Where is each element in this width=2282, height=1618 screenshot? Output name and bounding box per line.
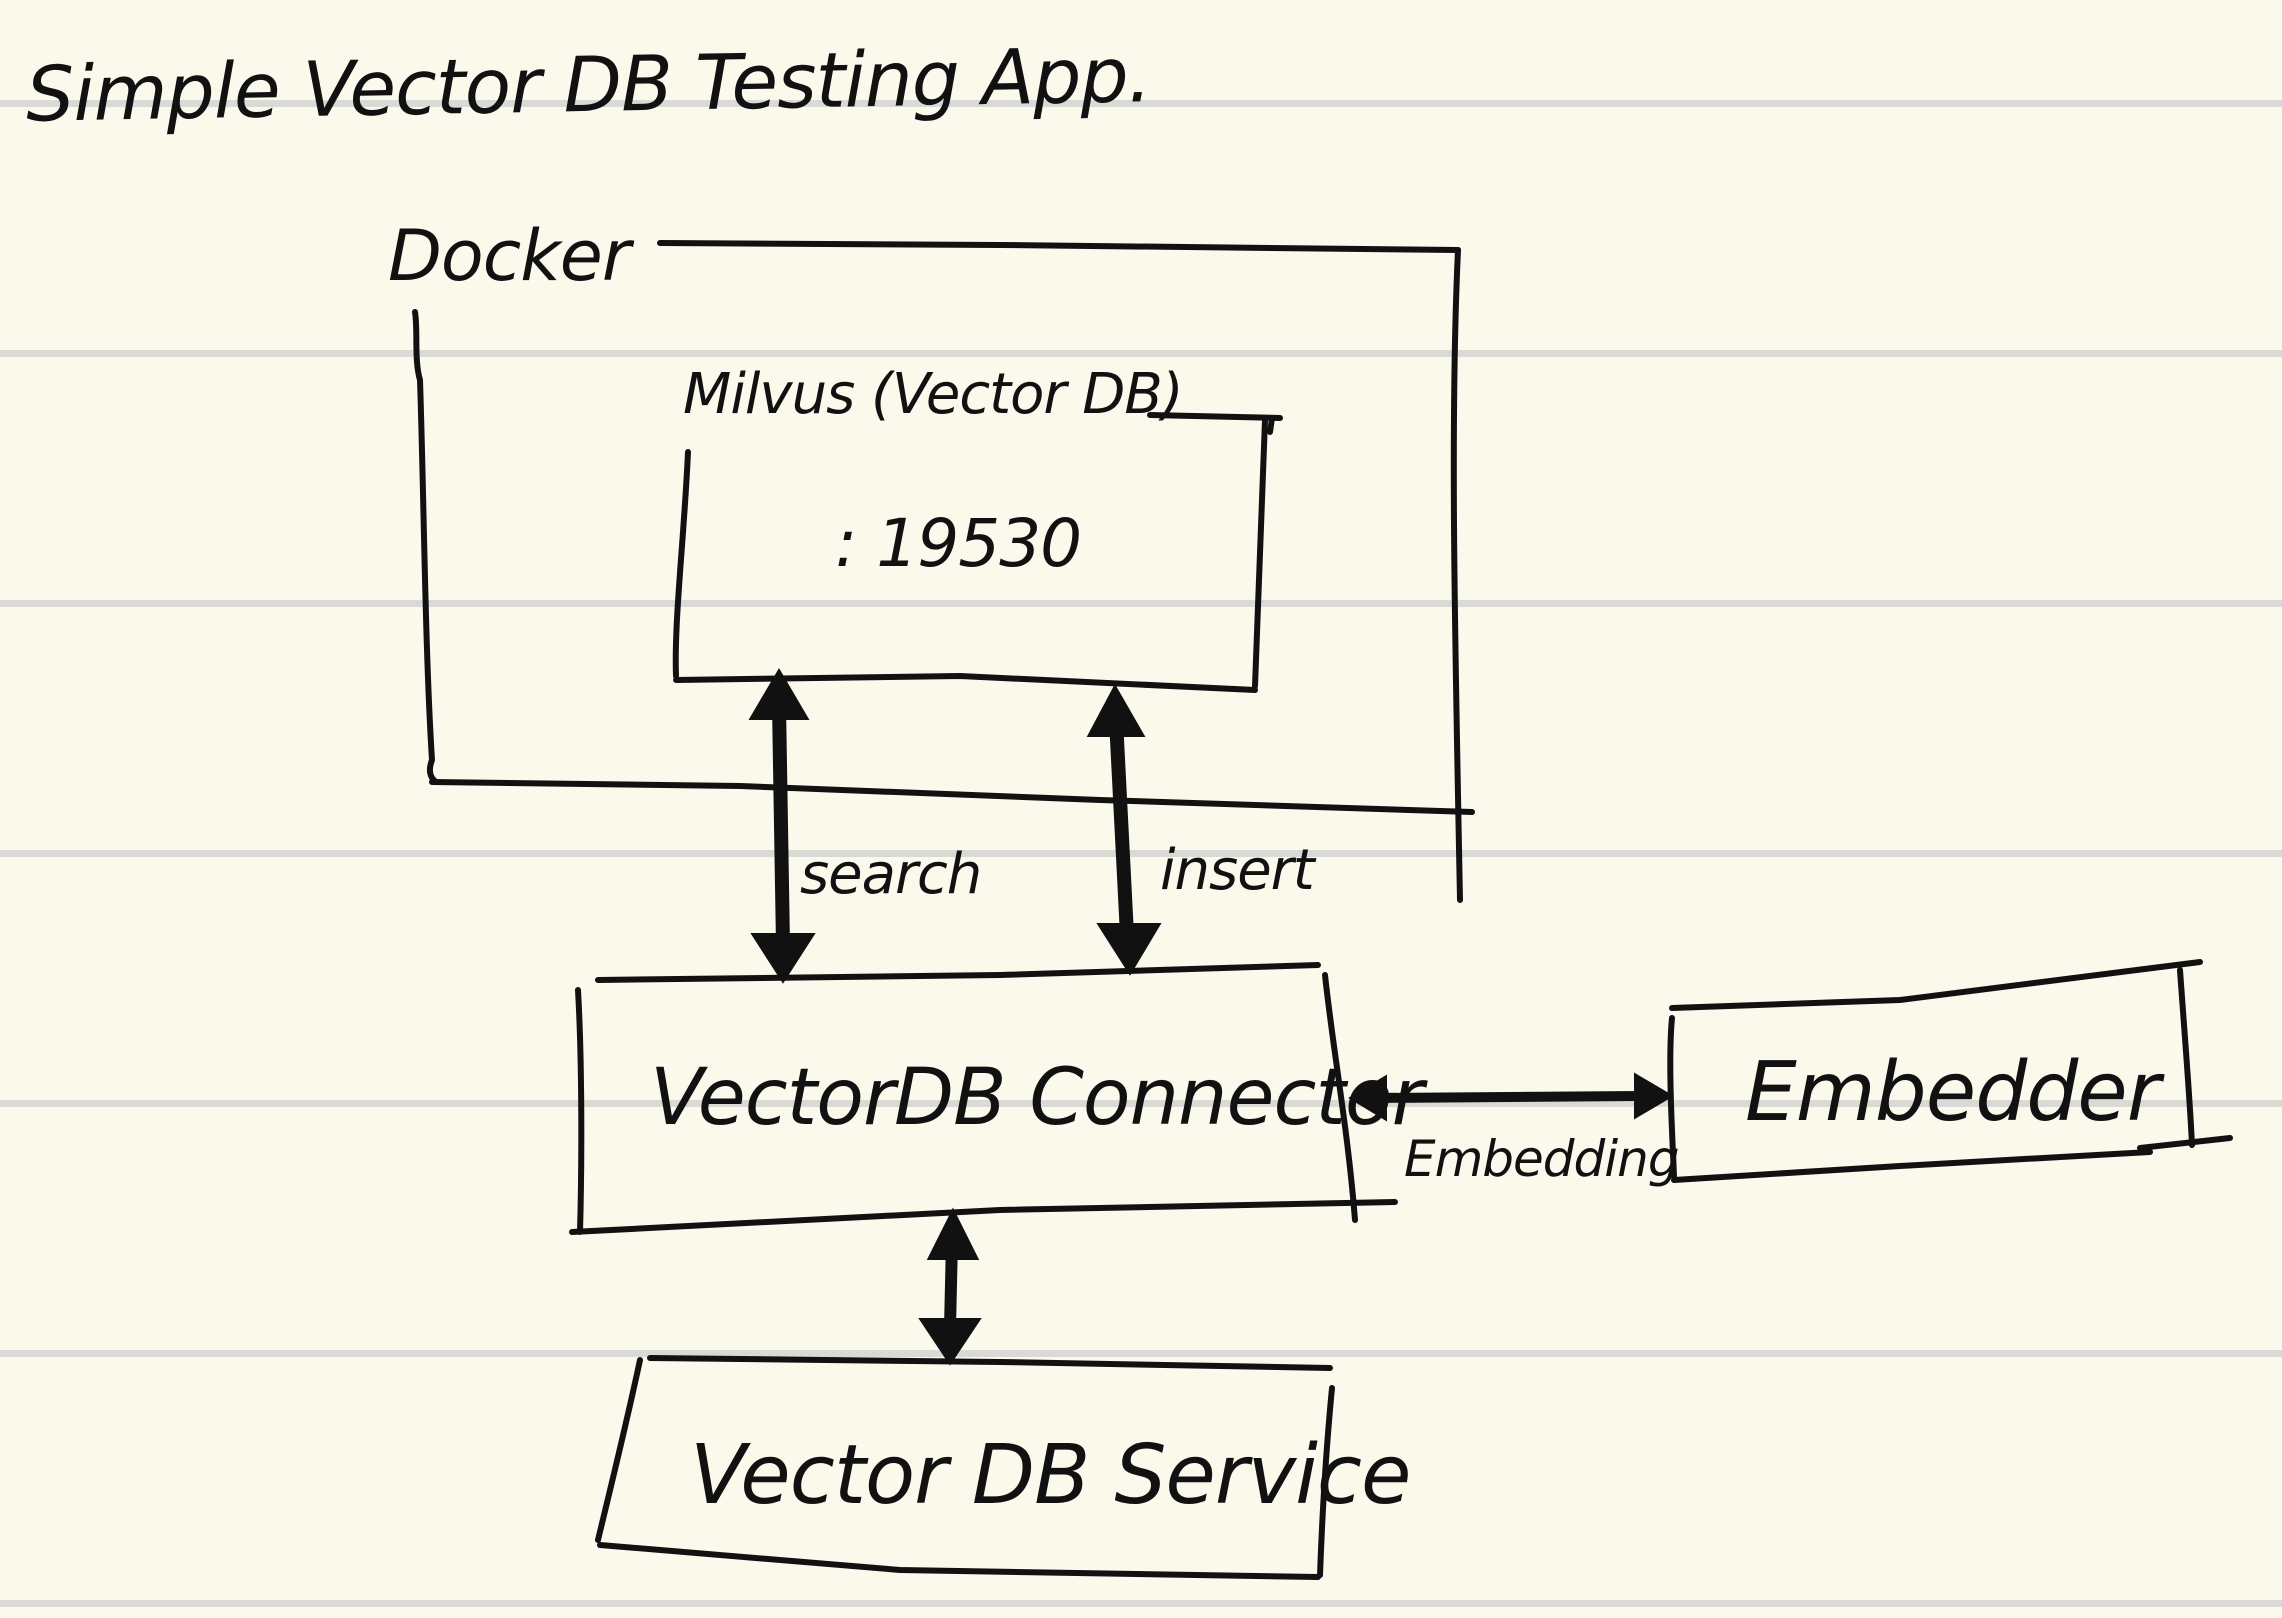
embedding-edge-label: Embedding: [1404, 1130, 1680, 1188]
search-arrow: [748, 668, 816, 984]
notebook-rule: [0, 1600, 2282, 1607]
docker-label: Docker: [388, 215, 631, 297]
notebook-rule: [0, 1100, 2282, 1107]
milvus-box: [672, 412, 1283, 693]
service-box: [595, 1355, 1335, 1580]
milvus-port-label: : 19530: [835, 505, 1082, 582]
notebook-rule: [0, 100, 2282, 107]
milvus-label: Milvus (Vector DB): [683, 362, 1184, 427]
insert-arrow: [1086, 683, 1162, 976]
service-arrow: [918, 1207, 982, 1366]
search-edge-label: search: [800, 842, 982, 907]
service-label: Vector DB Service: [690, 1428, 1411, 1523]
docker-box: [412, 240, 1475, 903]
notebook-rule: [0, 350, 2282, 357]
embedding-arrow: [1348, 1072, 1674, 1122]
notebook-rule: [0, 1350, 2282, 1357]
connector-label: VectorDB Connector: [650, 1053, 1424, 1143]
insert-edge-label: insert: [1160, 838, 1315, 903]
embedder-label: Embedder: [1745, 1045, 2160, 1140]
notebook-rule: [0, 600, 2282, 607]
embedder-box: [1667, 959, 2233, 1183]
connector-box: [569, 962, 1398, 1235]
notebook-rule: [0, 850, 2282, 857]
